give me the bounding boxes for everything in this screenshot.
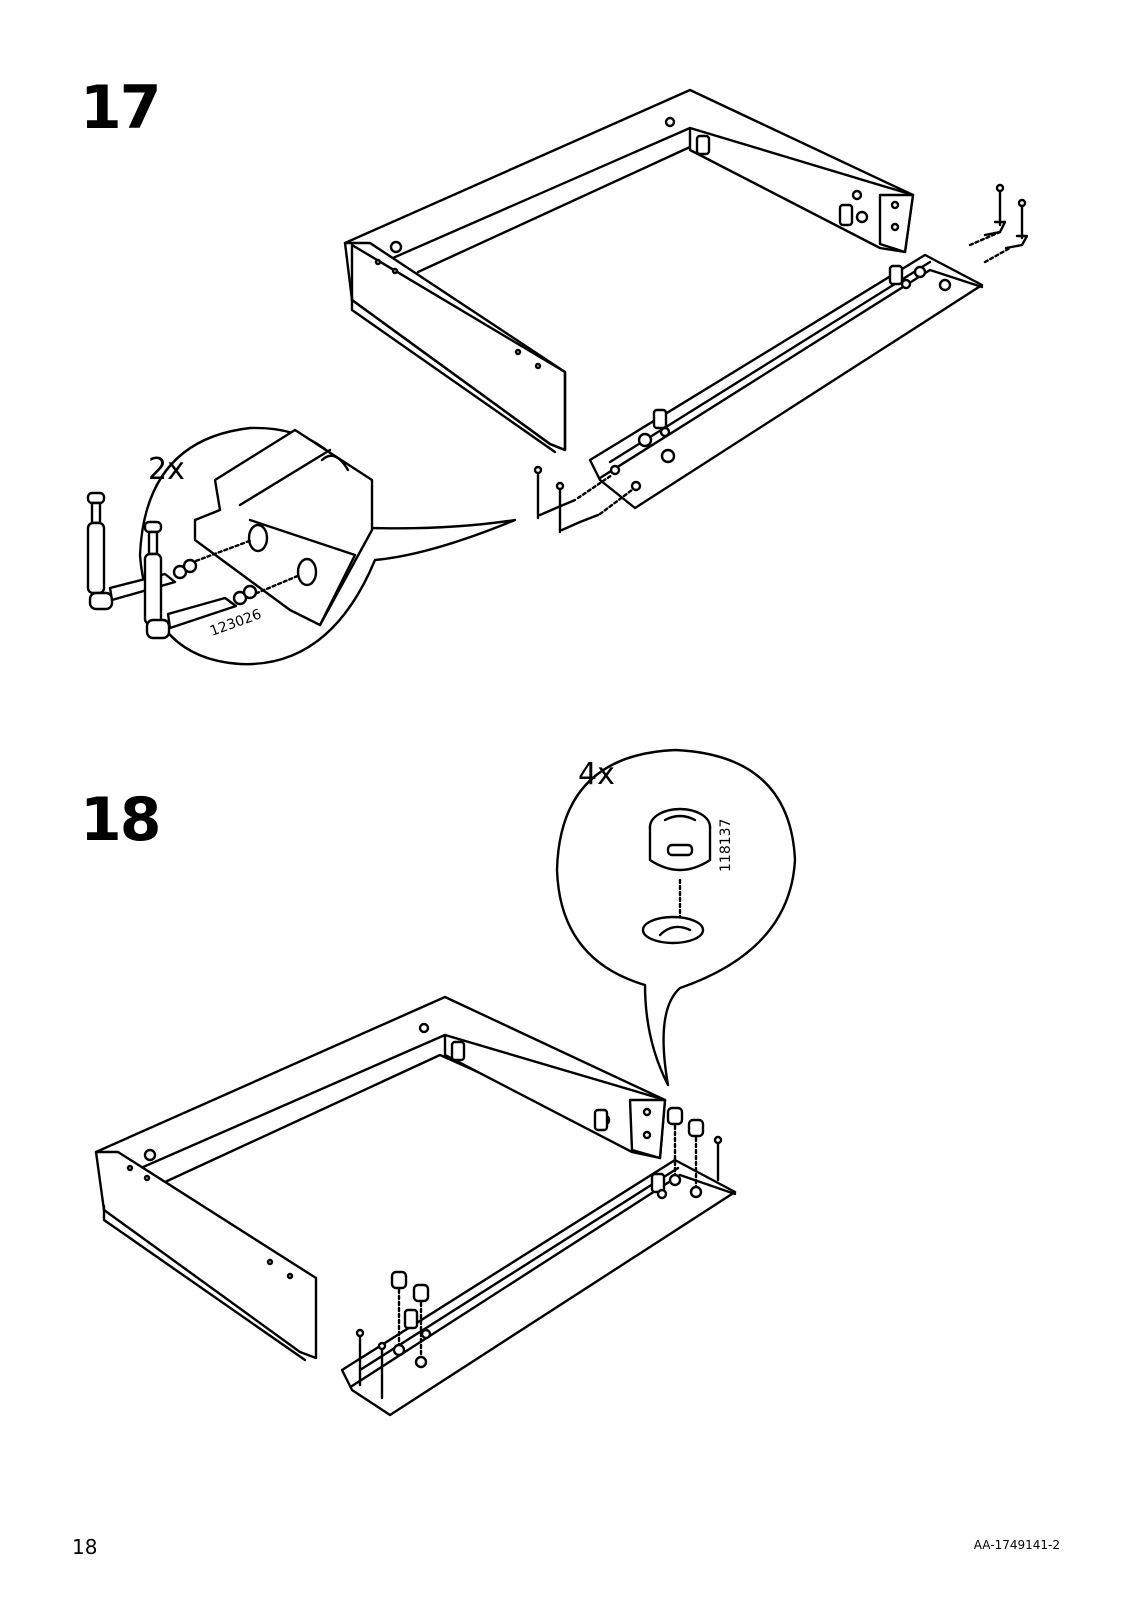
document-code: AA-1749141-2 xyxy=(974,1538,1060,1552)
quantity-4x: 4x xyxy=(578,760,615,790)
part-number-118137: 118137 xyxy=(718,819,734,872)
cam-lock-nut-icon xyxy=(650,809,710,870)
frame-assembly-icon xyxy=(96,997,665,1360)
detail-callout-4x xyxy=(557,750,795,1085)
page-number: 18 xyxy=(72,1535,97,1559)
